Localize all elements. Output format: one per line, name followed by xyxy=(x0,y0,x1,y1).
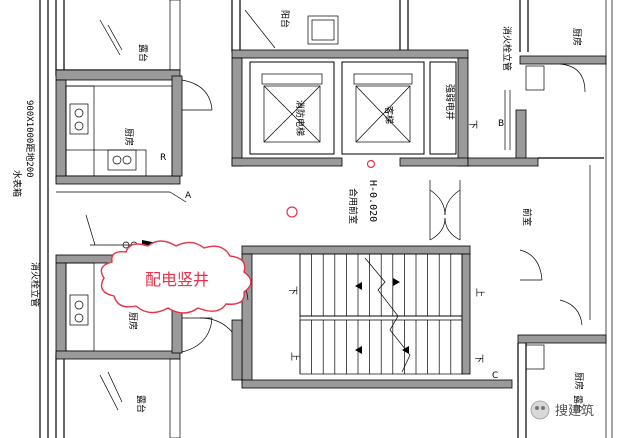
balcony-bottom-left xyxy=(99,358,181,438)
right-bottom-room xyxy=(517,334,607,438)
label-balcony-top-left: 露台 xyxy=(137,44,149,62)
label-balcony-top-mid: 阳台 xyxy=(279,10,291,28)
label-lobby: 前室 xyxy=(521,208,533,226)
mark-A: A xyxy=(185,191,192,201)
label-water-meter: 水表箱 xyxy=(11,170,23,197)
label-level: H-0.020 xyxy=(367,180,378,222)
text-labels: 露台 阳台 厨房 厨房 厨房 厨房 露台 露台 消防电梯 客梯 强弱电井 合用前… xyxy=(11,10,585,413)
right-top-room xyxy=(519,0,613,438)
stair-down-3: 下 xyxy=(467,120,477,129)
weak-current-shaft xyxy=(429,61,457,155)
stair-down-2: 下 xyxy=(473,354,483,363)
label-hydrant-riser-right: 消火栓立管 xyxy=(501,26,513,71)
label-weak-current-shaft: 强弱电井 xyxy=(444,84,456,120)
mark-R: R xyxy=(160,153,166,163)
stair-up-1: 上 xyxy=(474,288,485,297)
lobby-right xyxy=(429,157,604,326)
label-kitchen-top-right: 厨房 xyxy=(571,28,583,46)
stair-arrows xyxy=(355,278,409,354)
distribution-shaft-callout: 配电竖井 xyxy=(100,240,252,314)
stair-block xyxy=(241,245,513,389)
label-water-meter-spec: 900X1000距地200 xyxy=(24,100,36,178)
stair-treads xyxy=(299,254,452,374)
red-markers xyxy=(286,159,376,218)
label-kitchen-bottom-left: 厨房 xyxy=(127,312,139,330)
balcony-top-left xyxy=(55,0,181,81)
watermark-text: 搜建筑 xyxy=(555,403,594,419)
label-shared-lobby: 合用前室 xyxy=(347,188,359,224)
stair-down-1: 下 xyxy=(287,286,297,295)
label-balcony-bottom-right: 露台 xyxy=(572,395,584,413)
mark-C: C xyxy=(492,371,498,381)
stair-break-line xyxy=(364,257,411,373)
mark-B: B xyxy=(498,119,504,129)
kitchen-top-left xyxy=(55,75,213,185)
passenger-elevator-shaft xyxy=(341,61,425,155)
label-fire-elevator: 消防电梯 xyxy=(294,100,306,136)
label-elevator: 客梯 xyxy=(383,106,395,124)
fire-elevator-shaft xyxy=(249,61,335,155)
callout-text: 配电竖井 xyxy=(145,270,209,289)
top-middle-balcony xyxy=(231,0,409,52)
stair-up-2: 上 xyxy=(289,352,300,361)
left-exterior-walls xyxy=(39,0,65,438)
callout-cloud xyxy=(100,240,252,314)
watermark: 搜建筑 xyxy=(530,400,594,420)
label-kitchen-bottom-right: 厨房 xyxy=(573,372,585,390)
hydrant-riser-right xyxy=(504,90,527,161)
label-hydrant-riser-left: 消火栓立管 xyxy=(29,262,41,307)
label-balcony-bottom-left: 露台 xyxy=(135,395,147,413)
label-kitchen-top-left: 厨房 xyxy=(123,128,135,146)
water-meter-leader xyxy=(56,191,187,203)
